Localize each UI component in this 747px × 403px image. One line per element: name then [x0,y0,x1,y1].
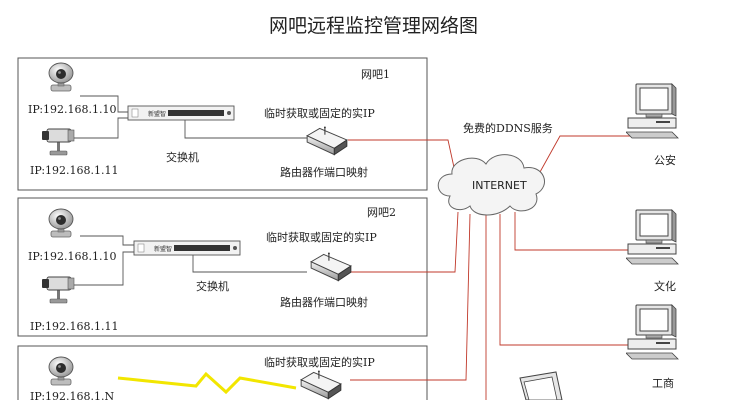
site3-camera1-ip: IP:192.168.1.N [30,390,115,403]
laptop-icon [519,371,563,400]
site1-ip-note: 临时获取或固定的实IP [264,107,375,120]
site2-camera1-icon [48,208,74,238]
site2-frame [17,197,428,337]
site2-camera1-link [80,235,136,246]
site2-switch-text: 新盟智 [154,245,172,253]
site2-switch-icon: 新盟智 [133,240,241,256]
client1-computer-icon [626,83,679,139]
wireless-link-icon [117,371,297,395]
site3-camera1-icon [48,356,74,386]
internet-label: INTERNET [472,179,527,192]
site1-camera2-ip: IP:192.168.1.11 [30,164,119,177]
client2-label: 文化 [654,280,676,293]
site3-wan-link [350,213,471,381]
site1-switch-router-link [184,120,307,139]
site2-switch-router-link [192,254,307,273]
site1-router-caption: 路由器作端口映射 [280,166,368,179]
site1-switch-text: 新盟智 [148,110,166,118]
site1-camera2-icon [42,128,75,156]
site2-camera1-ip: IP:192.168.1.10 [28,250,117,263]
client2-computer-icon [626,209,679,265]
site3-router-icon [300,370,342,400]
site2-router-icon [310,252,352,282]
site1-wan-link [348,139,456,173]
client1-link [539,135,637,173]
ddns-label: 免费的DDNS服务 [463,122,553,135]
site1-frame [17,57,428,191]
client1-label: 公安 [654,154,676,167]
site2-name: 网吧2 [367,206,396,219]
site2-camera2-icon [42,276,75,304]
client2-link [514,212,635,251]
diagram-title: 网吧远程监控管理网络图 [268,15,478,37]
site2-switch-caption: 交换机 [196,280,229,293]
site2-router-caption: 路由器作端口映射 [280,296,368,309]
site1-switch-caption: 交换机 [166,151,199,164]
site2-wan-link [350,211,459,273]
site3-ip-note: 临时获取或固定的实IP [264,356,375,369]
site1-camera1-ip: IP:192.168.1.10 [28,103,117,116]
site1-camera1-link [80,95,130,113]
site1-camera1-icon [48,62,74,92]
site2-camera2-link [70,251,136,286]
site1-camera2-link [70,117,130,139]
site1-switch-icon: 新盟智 [127,105,235,121]
client3-label: 工商 [652,377,674,390]
site2-camera2-ip: IP:192.168.1.11 [30,320,119,333]
site2-ip-note: 临时获取或固定的实IP [266,231,377,244]
site1-router-icon [306,126,348,156]
site3-frame [17,345,428,400]
site1-name: 网吧1 [361,68,390,81]
client3-link [499,214,635,346]
client3-computer-icon [626,304,679,360]
internet-cloud-icon [437,154,546,216]
